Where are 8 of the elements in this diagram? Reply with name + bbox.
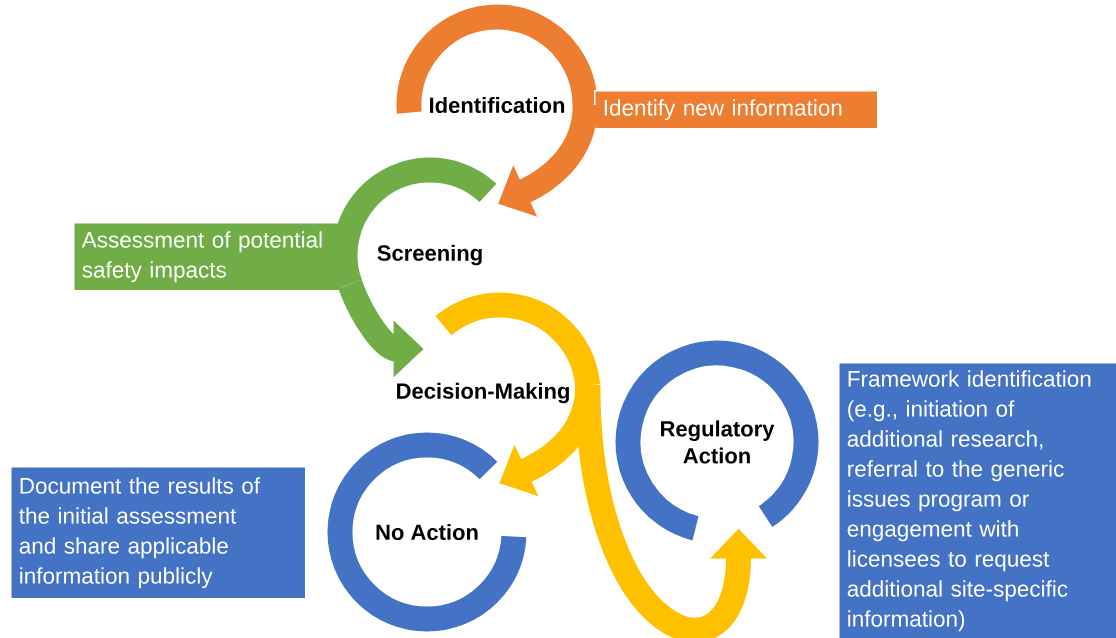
stage-ring: Decision-Making	[397, 292, 601, 404]
text-box: Framework identification (e.g., initiation of additional research, referral to the generic issues program or engagement with licensees to request additional site-specific information)	[838, 362, 1116, 638]
stage-ring: Regulatory Action	[615, 340, 819, 541]
text-box: Assessment of potential safety impacts	[73, 222, 343, 292]
stage-ring: No Action	[327, 432, 527, 632]
text-box: Document the results of the initial assessment and share applicable information publicly	[10, 466, 307, 600]
text-box: Identify new information	[594, 90, 879, 130]
stage-ring: Identification	[396, 4, 598, 114]
